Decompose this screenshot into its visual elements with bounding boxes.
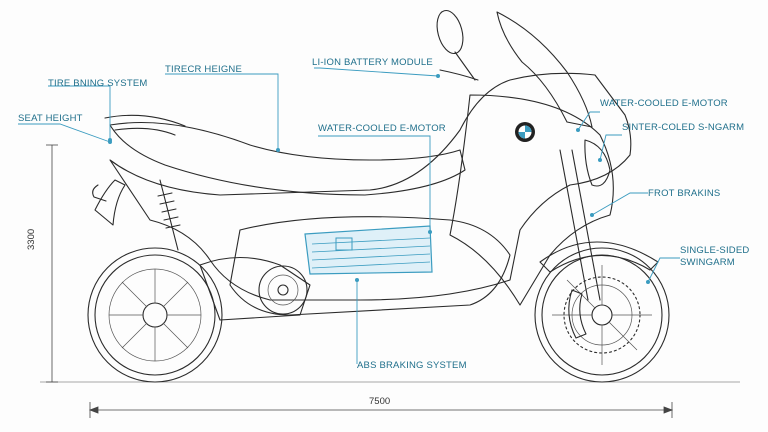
- rear-wheel: [87, 247, 223, 383]
- rear-rack: [104, 114, 186, 136]
- label-li-ion-battery-module: LI-ION BATTERY MODULE: [312, 57, 433, 68]
- front-wheel: [534, 247, 670, 383]
- seat: [109, 121, 466, 196]
- label-single-sided-swingarm: SINGLE-SIDED SWINGARM: [680, 245, 749, 269]
- taillight: [92, 184, 107, 202]
- handlebar: [439, 69, 479, 81]
- label-tire-bning-system: TIRE BNING SYSTEM: [48, 78, 148, 89]
- label-water-cooled-e-motor-front: WATER-COOLED E-MOTOR: [600, 98, 728, 109]
- e-motor: [199, 256, 311, 321]
- rear-shock: [157, 179, 181, 251]
- headlight: [584, 139, 611, 187]
- height-dimension-line: [46, 144, 58, 383]
- label-single-sided-line1: SINGLE-SIDED: [680, 245, 750, 256]
- label-abs-braking-system: ABS BRAKING SYSTEM: [357, 360, 467, 371]
- leader-lines: [18, 67, 680, 364]
- rear-mudguard: [94, 179, 126, 226]
- label-seat-height: SEAT HEIGHT: [18, 113, 83, 124]
- height-dimension-value: 3300: [26, 228, 37, 250]
- mirror: [436, 9, 476, 81]
- windscreen: [496, 11, 593, 128]
- label-tirecr-heigne: TIRECR HEIGNE: [165, 64, 243, 75]
- bmw-roundel-logo: [515, 122, 535, 142]
- label-frot-brakins: FROT BRAKINS: [648, 188, 721, 199]
- label-sinter-coled-s-ngarm: SINTER-COLED S-NGARM: [622, 122, 745, 133]
- lower-panel: [229, 216, 511, 316]
- label-single-sided-line2: SWINGARM: [680, 257, 735, 268]
- body-shell: [109, 72, 632, 301]
- length-dimension-line: [88, 402, 674, 418]
- front-fender: [539, 241, 659, 273]
- length-dimension-value: 7500: [369, 396, 391, 407]
- battery-module: [304, 225, 433, 275]
- label-water-cooled-e-motor: WATER-COOLED E-MOTOR: [318, 123, 446, 134]
- leader-dots: [108, 74, 650, 284]
